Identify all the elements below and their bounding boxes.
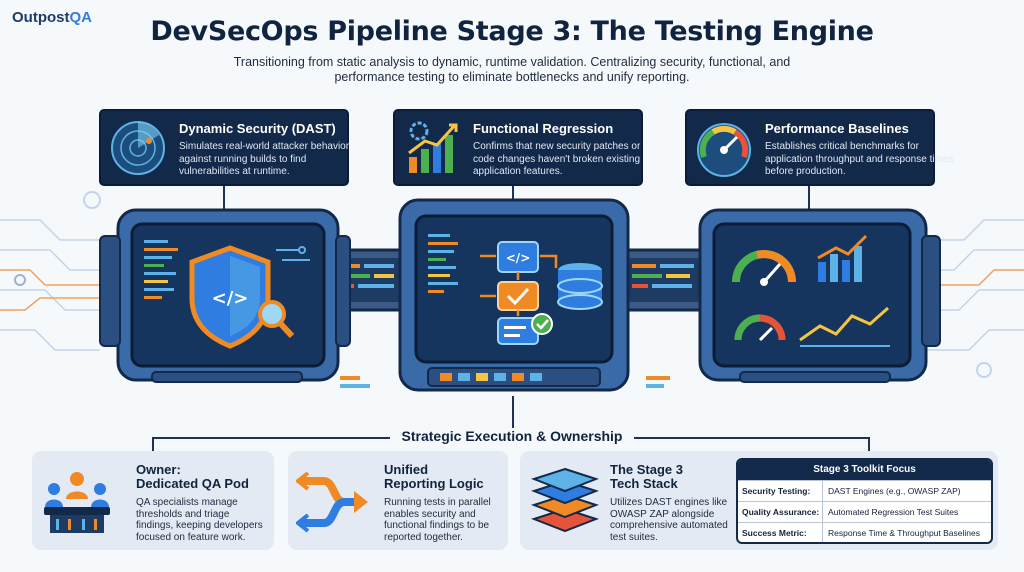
bar-chart-icon [817,234,868,282]
svg-text:</>: </> [212,288,249,309]
gauge-icon [734,314,786,342]
growth-chart-icon [408,121,458,173]
dast-module: </> [99,208,351,383]
regression-module: </> [398,198,630,392]
connector-line [152,437,154,451]
line-chart-icon [799,306,890,347]
callout-performance: Performance Baselines Establishes critic… [685,109,953,186]
card-title-line: Unified [384,462,429,477]
callout-desc: Establishes critical benchmarks for appl… [765,141,954,177]
radar-icon [111,121,165,175]
section-title: Strategic Execution & Ownership [390,428,634,444]
layers-icon [531,467,599,533]
page-subtitle: Transitioning from static analysis to dy… [233,55,791,84]
testing-engine-illustration: </> </> [99,198,941,392]
card-title-line: Owner: [136,462,181,477]
merge-arrows-icon [296,471,368,533]
card-desc: QA specialists manage thresholds and tri… [136,497,263,543]
connector-line [808,186,810,210]
table-value: Automated Regression Test Suites [828,507,959,517]
table-row: Success Metric: Response Time & Throughp… [738,522,991,542]
card-desc: Utilizes DAST engines like OWASP ZAP alo… [610,497,728,543]
connector-line [223,186,225,210]
team-icon [44,472,110,533]
card-desc: Running tests in parallel enables securi… [384,497,491,543]
connector-line [512,186,514,204]
table-key: Quality Assurance: [738,502,823,522]
callout-title: Performance Baselines [765,121,909,136]
card-title-line: Reporting Logic [384,476,484,491]
svg-text:</>: </> [506,251,531,265]
toolkit-title: Stage 3 Toolkit Focus [738,460,991,480]
card-title-line: The Stage 3 [610,462,683,477]
logo-text-outpost: Outpost [12,9,70,26]
speedometer-icon [697,123,751,177]
callout-title: Dynamic Security (DAST) [179,121,336,136]
table-key: Success Metric: [738,523,823,542]
connector-line [868,437,870,451]
card-title-line: Tech Stack [610,476,678,491]
page-title: DevSecOps Pipeline Stage 3: The Testing … [150,16,874,47]
performance-module [698,208,941,383]
callout-title: Functional Regression [473,121,614,136]
toolkit-table: Stage 3 Toolkit Focus Security Testing: … [736,458,993,544]
callout-desc: Simulates real-world attacker behavior a… [179,141,350,177]
circuit-decoration-left [0,191,101,351]
logo-text-qa: QA [69,9,93,26]
table-value: Response Time & Throughput Baselines [828,528,980,538]
table-key: Security Testing: [738,481,823,501]
callout-regression: Functional Regression Confirms that new … [393,109,643,186]
card-title: Owner:Dedicated QA Pod [136,463,249,491]
table-row: Quality Assurance: Automated Regression … [738,501,991,522]
card-title-line: Dedicated QA Pod [136,476,249,491]
table-row: Security Testing: DAST Engines (e.g., OW… [738,480,991,501]
connector-line [512,396,514,437]
callout-dast: Dynamic Security (DAST) Simulates real-w… [99,109,349,186]
card-owner: Owner:Dedicated QA Pod QA specialists ma… [32,451,274,550]
gauge-icon [732,250,796,286]
callout-desc: Confirms that new security patches or co… [473,141,641,177]
outpostqa-logo: OutpostQA [12,9,92,26]
table-value: DAST Engines (e.g., OWASP ZAP) [828,486,961,496]
